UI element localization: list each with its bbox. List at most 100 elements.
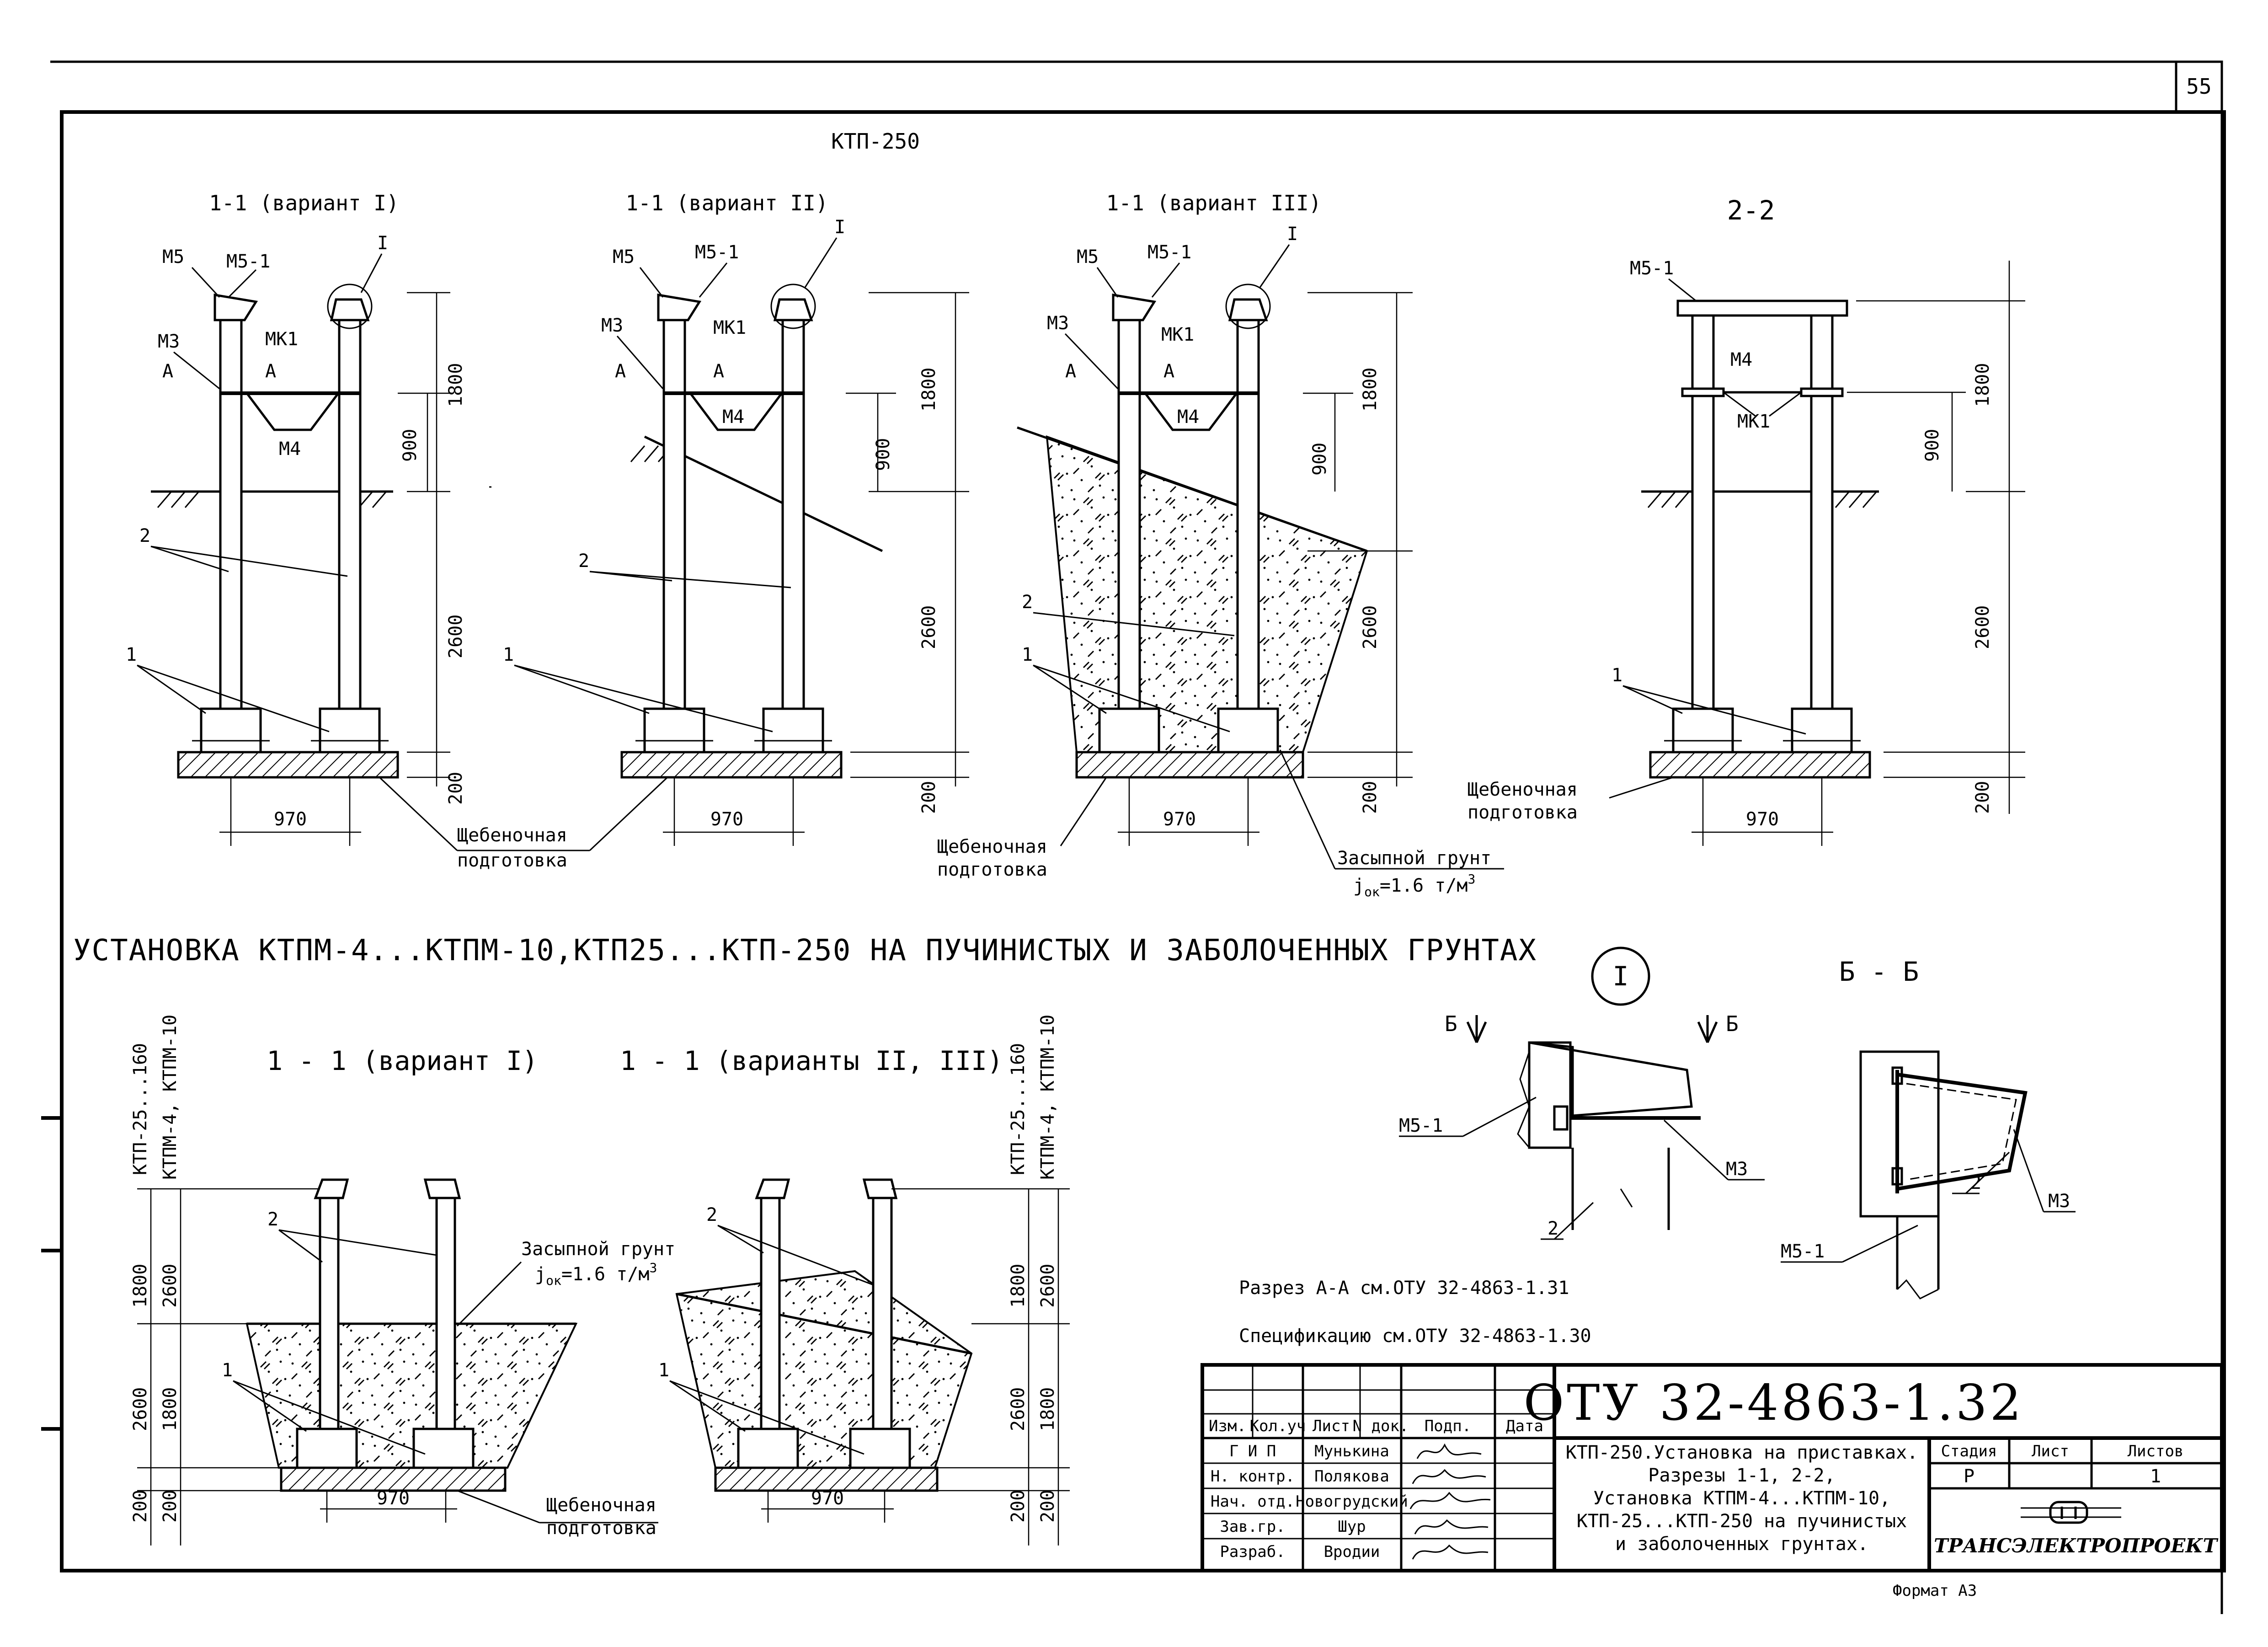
svg-text:A: A <box>1065 361 1076 382</box>
svg-text:Разрезы 1-1, 2-2,: Разрезы 1-1, 2-2, <box>1648 1465 1835 1486</box>
column-left <box>1691 314 1715 710</box>
m4-bracket <box>246 392 339 431</box>
view-title: 2-2 <box>1727 195 1775 226</box>
svg-text:1: 1 <box>1022 644 1033 665</box>
svg-text:M4: M4 <box>722 406 744 428</box>
svg-text:Р: Р <box>1964 1466 1974 1487</box>
svg-text:jок=1.6 т/м3: jок=1.6 т/м3 <box>1353 872 1475 899</box>
svg-text:Б - Б: Б - Б <box>1839 956 1919 987</box>
view-title: 1-1 (вариант I) <box>209 191 399 215</box>
svg-text:970: 970 <box>274 809 307 830</box>
svg-text:M5-1: M5-1 <box>1630 258 1674 279</box>
svg-text:200: 200 <box>1037 1490 1058 1523</box>
view-1-1-variant-3: 1-1 (вариант III) M5 M5-1 I M3 MK1 A A M… <box>937 191 1504 899</box>
svg-text:Лист: Лист <box>1313 1417 1350 1435</box>
svg-text:Щебеночная: Щебеночная <box>937 836 1047 857</box>
svg-text:M3: M3 <box>2048 1191 2070 1212</box>
svg-text:Вродии: Вродии <box>1324 1543 1380 1561</box>
svg-text:и заболоченных грунтах.: и заболоченных грунтах. <box>1615 1534 1868 1555</box>
svg-text:A: A <box>713 361 724 382</box>
column-left <box>219 314 243 710</box>
installation-heading: УСТАНОВКА КТПМ-4...КТПМ-10,КТП25...КТП-2… <box>73 934 1537 968</box>
svg-text:I: I <box>1287 224 1298 245</box>
svg-text:200: 200 <box>1360 781 1381 814</box>
svg-text:A: A <box>265 361 276 382</box>
svg-text:M5: M5 <box>613 246 635 267</box>
svg-text:Засыпной грунт: Засыпной грунт <box>521 1239 675 1260</box>
backfill-trench <box>675 1270 973 1469</box>
svg-text:КТП-25...160: КТП-25...160 <box>130 1043 151 1175</box>
org-logo <box>2021 1501 2121 1524</box>
svg-text:900: 900 <box>1922 429 1943 462</box>
svg-text:подготовка: подготовка <box>546 1518 656 1539</box>
svg-text:Полякова: Полякова <box>1314 1467 1389 1486</box>
svg-text:2600: 2600 <box>918 605 939 649</box>
svg-text:970: 970 <box>710 809 743 830</box>
svg-text:M5-1: M5-1 <box>1147 242 1191 263</box>
svg-text:1: 1 <box>1612 665 1622 686</box>
svg-text:2600: 2600 <box>130 1387 151 1431</box>
svg-text:1: 1 <box>2150 1466 2161 1487</box>
svg-text:M3: M3 <box>601 315 623 336</box>
svg-text:MK1: MK1 <box>1737 411 1770 432</box>
view-title: 1 - 1 (вариант I) <box>267 1045 538 1076</box>
svg-text:N док.: N док. <box>1353 1417 1409 1435</box>
gravel-slab <box>620 751 843 779</box>
view-lower-variant-1: 1 - 1 (вариант I) 2 1 Засыпной грунт jок… <box>130 1015 675 1545</box>
svg-text:2: 2 <box>578 551 589 572</box>
svg-text:MK1: MK1 <box>265 329 298 350</box>
svg-text:200: 200 <box>445 772 466 805</box>
svg-text:MK1: MK1 <box>1161 324 1194 345</box>
svg-text:КТПМ-4, КТПМ-10: КТПМ-4, КТПМ-10 <box>1037 1015 1058 1180</box>
svg-text:970: 970 <box>1746 809 1779 830</box>
svg-text:подготовка: подготовка <box>457 850 567 871</box>
svg-text:1: 1 <box>658 1360 669 1381</box>
svg-text:2: 2 <box>706 1204 717 1225</box>
svg-text:Подп.: Подп. <box>1425 1417 1471 1435</box>
svg-text:200: 200 <box>918 781 939 814</box>
note-section-aa: Разрез А-А см.ОТУ 32-4863-1.31 <box>1239 1278 1569 1299</box>
svg-text:Н. контр.: Н. контр. <box>1211 1467 1295 1486</box>
svg-text:Щебеночная: Щебеночная <box>1468 779 1578 800</box>
svg-text:Новогрудский: Новогрудский <box>1296 1492 1408 1511</box>
svg-text:M5-1: M5-1 <box>1781 1241 1825 1262</box>
sheet-title: КТП-250 <box>831 129 920 154</box>
svg-text:Установка КТПМ-4...КТПМ-10,: Установка КТПМ-4...КТПМ-10, <box>1593 1488 1890 1509</box>
svg-text:MK1: MK1 <box>713 317 746 338</box>
view-title: 1 - 1 (варианты II, III) <box>620 1045 1003 1076</box>
svg-text:Нач. отд.: Нач. отд. <box>1211 1492 1295 1511</box>
svg-text:M4: M4 <box>279 438 301 460</box>
svg-text:1800: 1800 <box>1360 368 1381 412</box>
title-block: Изм. Кол.уч Лист N док. Подп. Дата Г И П… <box>1201 1363 2224 1572</box>
node-i-circle <box>327 283 373 329</box>
svg-text:200: 200 <box>130 1490 151 1523</box>
svg-text:M4: M4 <box>1730 349 1752 370</box>
svg-text:Щебеночная: Щебеночная <box>457 825 567 846</box>
cap-left <box>213 294 258 321</box>
svg-text:1: 1 <box>126 644 137 665</box>
svg-text:Лист: Лист <box>2032 1442 2069 1460</box>
note-specification: Спецификацию см.ОТУ 32-4863-1.30 <box>1239 1326 1591 1347</box>
gravel-slab <box>1649 751 1871 779</box>
svg-text:900: 900 <box>1309 443 1330 476</box>
svg-text:2600: 2600 <box>160 1264 181 1308</box>
column-right <box>1236 314 1260 710</box>
page-number: 55 <box>2186 74 2211 99</box>
svg-text:1: 1 <box>503 644 514 665</box>
svg-text:Листов: Листов <box>2128 1442 2184 1460</box>
svg-text:M5-1: M5-1 <box>226 251 270 272</box>
column-right <box>1810 314 1834 710</box>
svg-text:КТПМ-4, КТПМ-10: КТПМ-4, КТПМ-10 <box>160 1015 181 1180</box>
svg-text:M5: M5 <box>1077 246 1099 267</box>
svg-text:1800: 1800 <box>1037 1387 1058 1431</box>
svg-text:I: I <box>834 217 845 238</box>
svg-text:A: A <box>162 361 173 382</box>
svg-text:2600: 2600 <box>1008 1387 1029 1431</box>
svg-text:1: 1 <box>222 1360 233 1381</box>
svg-text:Шур: Шур <box>1338 1518 1366 1536</box>
svg-text:200: 200 <box>1008 1490 1029 1523</box>
column-right <box>338 314 362 710</box>
drawing-frame <box>60 110 2226 1572</box>
svg-text:970: 970 <box>377 1488 410 1509</box>
